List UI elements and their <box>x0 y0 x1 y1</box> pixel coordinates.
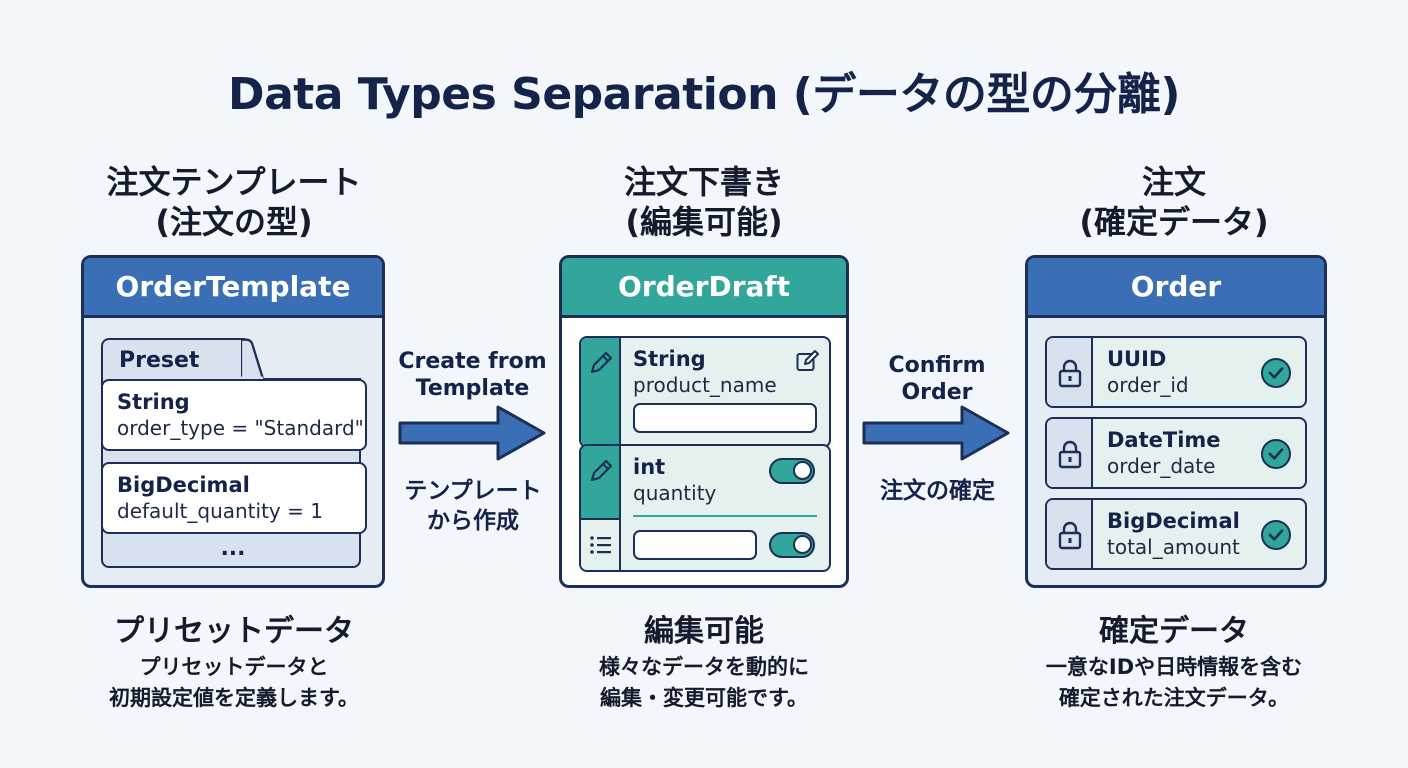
order-template-title: OrderTemplate <box>84 258 382 318</box>
list-icon <box>590 536 611 554</box>
description-line: 様々なデータを動的に <box>599 655 809 679</box>
description-line: 確定された注文データ。 <box>1058 686 1290 710</box>
confirm-order-label: Confirm Order <box>862 352 1012 406</box>
field-type: BigDecimal <box>1107 509 1240 533</box>
edit-icon[interactable] <box>795 348 821 374</box>
arrow-right-icon <box>398 405 546 461</box>
order-card: Order UUID order_id DateTime order_date … <box>1025 255 1327 588</box>
field-name: order_id <box>1107 373 1189 397</box>
field-type: DateTime <box>1107 428 1221 452</box>
draft-caption: 編集可能 <box>644 614 764 649</box>
order-caption: 確定データ <box>1099 614 1249 649</box>
arrow-label-line: Confirm <box>888 353 986 378</box>
preset-tab-slant <box>241 338 265 382</box>
description-line: 初期設定値を定義します。 <box>109 686 359 710</box>
confirm-order-sub: 注文の確定 <box>880 478 995 504</box>
list-row-divider <box>581 518 621 520</box>
template-heading: 注文テンプレート (注文の型) <box>80 162 388 242</box>
template-heading-sub: (注文の型) <box>155 203 313 241</box>
lock-icon <box>1058 440 1082 469</box>
lock-icon <box>1058 521 1082 550</box>
quantity-toggle[interactable] <box>769 458 815 484</box>
field-type: BigDecimal <box>117 473 250 497</box>
field-name: order_date <box>1107 454 1216 478</box>
create-from-template-label: Create from Template <box>390 348 555 402</box>
preset-tab: Preset <box>101 338 245 382</box>
toggle-knob <box>793 535 812 554</box>
arrow-sub-line: テンプレート <box>404 478 542 504</box>
description-line: 一意なIDや日時情報を含む <box>1045 655 1303 679</box>
field-type: String <box>633 347 706 371</box>
draft-description: 様々なデータを動的に 編集・変更可能です。 <box>530 652 878 714</box>
order-draft-card: OrderDraft String product_name int quant… <box>559 255 849 588</box>
field-name: total_amount <box>1107 535 1240 559</box>
page-title: Data Types Separation (データの型の分離) <box>228 69 1180 120</box>
order-description: 一意なIDや日時情報を含む 確定された注文データ。 <box>996 652 1352 714</box>
template-field-default-quantity: BigDecimal default_quantity = 1 <box>101 462 367 534</box>
field-type: String <box>117 390 190 414</box>
arrow-right-icon <box>862 405 1010 461</box>
draft-heading-main: 注文下書き <box>623 163 784 201</box>
template-description: プリセットデータと 初期設定値を定義します。 <box>60 652 408 714</box>
draft-field-strip <box>581 338 621 446</box>
arrow-label-line: Order <box>901 380 973 405</box>
pencil-icon <box>590 351 613 374</box>
field-name: product_name <box>633 373 777 397</box>
draft-heading-sub: (編集可能) <box>625 203 783 241</box>
template-heading-main: 注文テンプレート <box>106 163 362 201</box>
arrow-label-line: Template <box>415 376 530 401</box>
arrow-label-line: Create from <box>398 349 547 374</box>
description-line: 編集・変更可能です。 <box>600 686 808 710</box>
order-field-amount: BigDecimal total_amount <box>1045 498 1307 570</box>
extra-value-input[interactable] <box>633 530 757 560</box>
field-divider <box>633 515 817 517</box>
order-template-card: OrderTemplate Preset String order_type =… <box>81 255 385 588</box>
lock-icon <box>1058 359 1082 388</box>
toggle-knob <box>793 461 812 480</box>
product-name-input[interactable] <box>633 403 817 433</box>
check-icon <box>1261 520 1291 550</box>
order-heading: 注文 (確定データ) <box>1020 162 1328 242</box>
description-line: プリセットデータと <box>139 655 329 679</box>
draft-field-quantity: int quantity <box>579 444 831 572</box>
field-name: quantity <box>633 481 717 505</box>
order-draft-title: OrderDraft <box>562 258 846 318</box>
field-type: int <box>633 455 666 479</box>
order-heading-main: 注文 <box>1141 163 1206 201</box>
check-icon <box>1261 439 1291 469</box>
draft-heading: 注文下書き (編集可能) <box>550 162 858 242</box>
order-field-date: DateTime order_date <box>1045 417 1307 489</box>
field-name: default_quantity = 1 <box>117 499 323 523</box>
field-name: order_type = "Standard" <box>117 416 364 440</box>
check-icon <box>1261 358 1291 388</box>
field-type: UUID <box>1107 347 1167 371</box>
order-heading-sub: (確定データ) <box>1079 203 1269 241</box>
order-title: Order <box>1028 258 1324 318</box>
template-caption: プリセットデータ <box>114 614 354 649</box>
arrow-sub-line: から作成 <box>427 508 519 534</box>
order-field-id: UUID order_id <box>1045 336 1307 408</box>
template-field-order-type: String order_type = "Standard" <box>101 379 367 451</box>
more-fields-ellipsis: ... <box>220 536 246 561</box>
draft-field-product-name: String product_name <box>579 336 831 448</box>
create-from-template-sub: テンプレート から作成 <box>388 476 558 536</box>
pencil-icon <box>590 459 613 482</box>
extra-toggle[interactable] <box>769 532 815 558</box>
